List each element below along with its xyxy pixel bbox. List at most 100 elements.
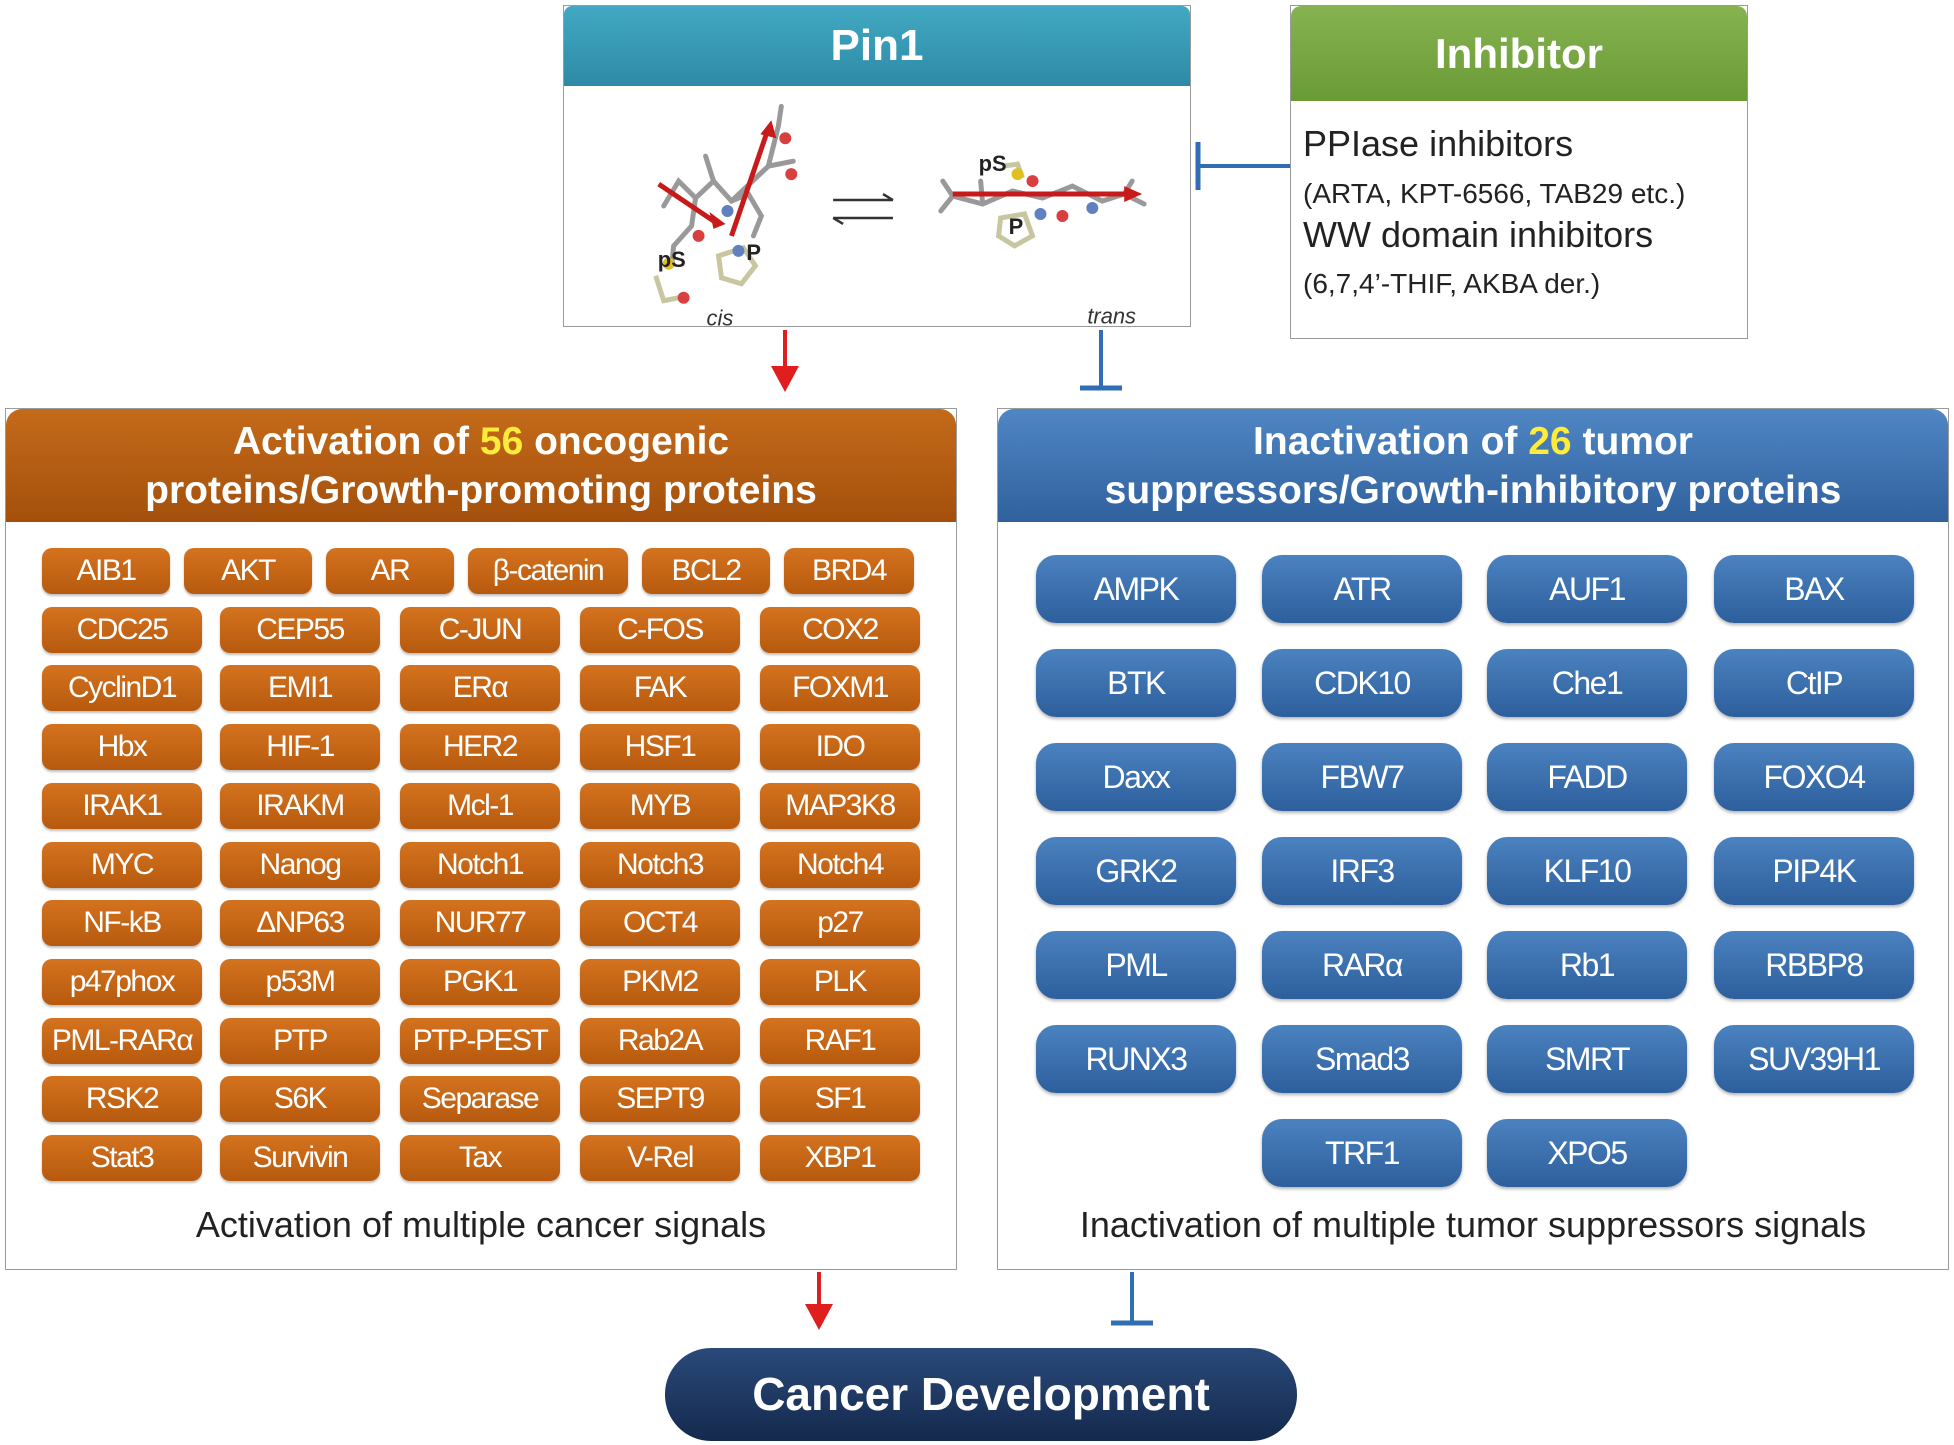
- oncogenic-protein-pill: RSK2: [42, 1076, 202, 1123]
- activation-arrow-top: [771, 330, 799, 392]
- oncogenic-protein-pill: Notch3: [580, 841, 740, 888]
- oncogenic-protein-pill: PTP-PEST: [400, 1017, 560, 1064]
- oncogenic-protein-pill: NUR77: [400, 900, 560, 947]
- oncogenic-protein-pill: S6K: [220, 1076, 380, 1123]
- oncogenic-protein-pill: Stat3: [42, 1135, 202, 1181]
- oncogenic-protein-pill: Notch1: [400, 841, 560, 888]
- cis-p-label: P: [746, 240, 761, 265]
- oncogenic-protein-pill: PML-RARα: [42, 1017, 202, 1064]
- inactivation-title-pre: Inactivation of: [1253, 420, 1529, 463]
- tumor-suppressor-pill: BAX: [1714, 555, 1914, 623]
- tumor-suppressor-pill: CDK10: [1262, 649, 1462, 717]
- oncogenic-protein-pill: IRAK1: [42, 782, 202, 829]
- tumor-suppressor-pill: FADD: [1487, 743, 1687, 811]
- tumor-suppressor-pill: GRK2: [1036, 837, 1236, 905]
- tumor-suppressor-pill: Che1: [1487, 649, 1687, 717]
- tumor-suppressor-pill: BTK: [1036, 649, 1236, 717]
- oncogenic-protein-pill: Notch4: [760, 841, 920, 888]
- tumor-suppressor-pill: KLF10: [1487, 837, 1687, 905]
- cis-molecule: pS P cis: [653, 103, 798, 328]
- tumor-suppressor-pill: Daxx: [1036, 743, 1236, 811]
- oncogenic-protein-pill: BRD4: [784, 548, 914, 594]
- tumor-suppressor-pill: RBBP8: [1714, 931, 1914, 999]
- oncogenic-protein-pill: OCT4: [580, 900, 740, 947]
- oncogenic-protein-pill: Hbx: [42, 724, 202, 771]
- oncogenic-protein-pill: Rab2A: [580, 1017, 740, 1064]
- oncogenic-protein-pill: PLK: [760, 958, 920, 1005]
- oncogenic-protein-pill: SEPT9: [580, 1076, 740, 1123]
- oncogenic-protein-pill: HSF1: [580, 724, 740, 771]
- tumor-suppressor-pill: Smad3: [1262, 1025, 1462, 1093]
- tumor-suppressor-pill: PML: [1036, 931, 1236, 999]
- tumor-suppressor-pill: SUV39H1: [1714, 1025, 1914, 1093]
- inhibitor-bar: [1195, 142, 1290, 190]
- pin1-title: Pin1: [564, 6, 1190, 86]
- oncogenic-protein-pill: ERα: [400, 665, 560, 712]
- oncogenic-protein-pill: ΔNP63: [220, 900, 380, 947]
- inhibitor-box: Inhibitor PPIase inhibitors (ARTA, KPT-6…: [1290, 5, 1748, 339]
- oncogenic-protein-pill: PKM2: [580, 958, 740, 1005]
- oncogenic-protein-pill: Separase: [400, 1076, 560, 1123]
- isomerization-illustration: pS P cis: [653, 103, 1147, 328]
- trans-molecule: pS P trans: [938, 151, 1147, 328]
- oncogenic-protein-pill: AKT: [184, 548, 312, 594]
- oncogenic-protein-pill: XBP1: [760, 1135, 920, 1181]
- oncogenic-protein-pill: V-Rel: [580, 1135, 740, 1181]
- inhibitor-line: (ARTA, KPT-6566, TAB29 etc.): [1303, 178, 1686, 209]
- tumor-suppressor-pill: SMRT: [1487, 1025, 1687, 1093]
- cancer-development-box: Cancer Development: [665, 1348, 1297, 1441]
- oncogenic-protein-pill: AR: [326, 548, 454, 594]
- trans-p-label: P: [1009, 214, 1024, 239]
- oncogenic-protein-pill: PGK1: [400, 958, 560, 1005]
- cis-label: cis: [707, 306, 734, 328]
- oncogenic-protein-pill: p47phox: [42, 958, 202, 1005]
- tumor-suppressor-pill: AMPK: [1036, 555, 1236, 623]
- oncogenic-protein-pill: C-JUN: [400, 606, 560, 653]
- activation-count: 56: [479, 420, 524, 463]
- tumor-suppressor-pill: Rb1: [1487, 931, 1687, 999]
- activation-title-pre: Activation of: [232, 420, 480, 463]
- inhibitor-line: WW domain inhibitors: [1303, 214, 1654, 255]
- inactivation-title-line2: suppressors/Growth-inhibitory proteins: [1104, 469, 1842, 512]
- tumor-suppressor-pill: XPO5: [1487, 1119, 1687, 1187]
- tumor-suppressor-pill: FBW7: [1262, 743, 1462, 811]
- oncogenic-protein-pill: EMI1: [220, 665, 380, 712]
- oncogenic-protein-pill: MYC: [42, 841, 202, 888]
- pin1-box: Pin1: [563, 5, 1191, 328]
- tumor-suppressor-pill: PIP4K: [1714, 837, 1914, 905]
- inhibition-bar-top: [1080, 330, 1122, 391]
- tumor-suppressor-pill: IRF3: [1262, 837, 1462, 905]
- equilibrium-arrows-icon: [832, 192, 894, 226]
- inactivation-title-post: tumor: [1571, 420, 1693, 463]
- tumor-suppressor-pill: CtIP: [1714, 649, 1914, 717]
- oncogenic-protein-pill: MYB: [580, 782, 740, 829]
- inhibition-bar-bottom: [1111, 1272, 1153, 1326]
- activation-footer: Activation of multiple cancer signals: [195, 1204, 767, 1245]
- activation-panel: Activation of 56 oncogenic proteins/Grow…: [5, 408, 957, 1270]
- oncogenic-protein-pill: AIB1: [42, 548, 170, 594]
- inhibitor-line: (6,7,4’-THIF, AKBA der.): [1303, 268, 1601, 299]
- oncogenic-protein-pill: CyclinD1: [42, 665, 202, 712]
- tumor-suppressor-pill: RUNX3: [1036, 1025, 1236, 1093]
- activation-title-post: oncogenic: [523, 420, 730, 463]
- oncogenic-protein-pill: PTP: [220, 1017, 380, 1064]
- tumor-suppressor-pill: FOXO4: [1714, 743, 1914, 811]
- oncogenic-protein-pill: BCL2: [642, 548, 770, 594]
- oncogenic-protein-pill: p27: [760, 900, 920, 947]
- tumor-suppressor-pill: RARα: [1262, 931, 1462, 999]
- cis-ps-label: pS: [658, 247, 686, 272]
- oncogenic-protein-pill: Nanog: [220, 841, 380, 888]
- oncogenic-protein-pill: FAK: [580, 665, 740, 712]
- oncogenic-protein-pill: CEP55: [220, 606, 380, 653]
- trans-ps-label: pS: [979, 151, 1007, 176]
- oncogenic-protein-pill: C-FOS: [580, 606, 740, 653]
- tumor-suppressor-pill: TRF1: [1262, 1119, 1462, 1187]
- activation-arrow-bottom: [805, 1272, 833, 1330]
- oncogenic-protein-pill: IDO: [760, 724, 920, 771]
- oncogenic-protein-pill: HIF-1: [220, 724, 380, 771]
- oncogenic-protein-pill: RAF1: [760, 1017, 920, 1064]
- oncogenic-protein-pill: IRAKM: [220, 782, 380, 829]
- oncogenic-protein-pill: SF1: [760, 1076, 920, 1123]
- oncogenic-protein-pill: CDC25: [42, 606, 202, 653]
